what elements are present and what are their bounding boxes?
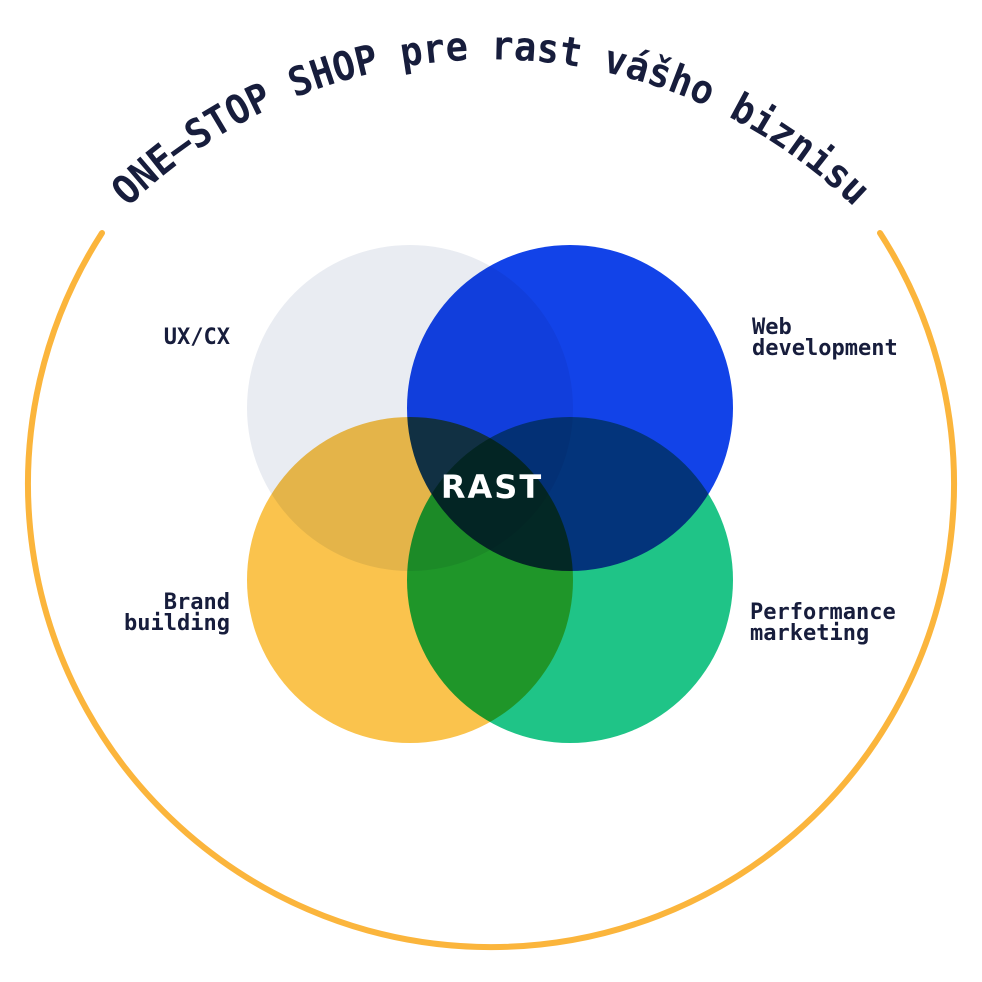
venn-circles: [247, 245, 733, 743]
label-brand-line1: Brand: [163, 590, 230, 615]
curved-title-textpath: ONE–STOP SHOP pre rast vášho biznisu: [103, 23, 879, 214]
label-ux-cx: UX/CX: [163, 325, 230, 350]
label-perf-line1: Performance: [750, 600, 896, 625]
center-label-rast: RAST: [441, 468, 543, 506]
label-brand-building: Brand building: [124, 590, 230, 636]
label-performance-marketing: Performance marketing: [750, 600, 896, 646]
label-web-development: Web development: [752, 315, 898, 361]
label-ux-cx-line1: UX/CX: [163, 325, 230, 350]
label-web-line2: development: [752, 336, 898, 361]
label-web-line1: Web: [752, 315, 792, 340]
circle-performance-marketing: [407, 417, 733, 743]
curved-title-text: ONE–STOP SHOP pre rast vášho biznisu: [103, 23, 879, 214]
label-perf-line2: marketing: [750, 621, 870, 646]
outer-ring-arc: [25, 230, 957, 951]
label-brand-line2: building: [124, 611, 230, 636]
